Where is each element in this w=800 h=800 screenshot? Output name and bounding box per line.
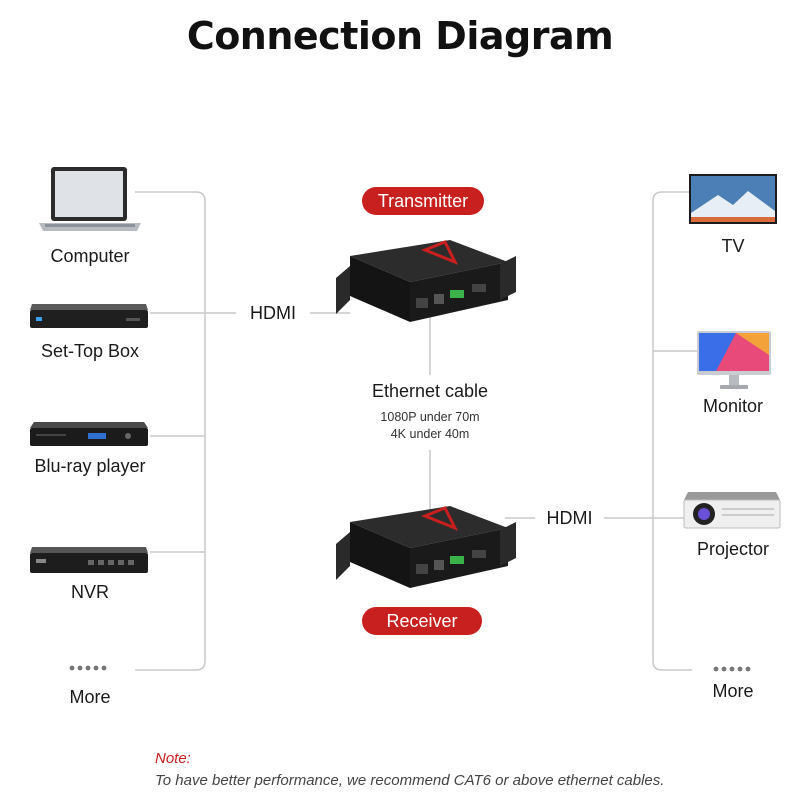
page-title: Connection Diagram (186, 14, 614, 58)
blu-ray-player-icon (30, 422, 148, 446)
hdmi-input-label: HDMI (250, 303, 296, 323)
projector-icon (683, 492, 781, 529)
display-label-projector: Projector (696, 539, 770, 559)
note-text: To have better performance, we recommend… (155, 772, 665, 789)
ethernet-spec-4k: 4K under 40m (390, 427, 470, 441)
source-label-more: More (69, 687, 111, 707)
ethernet-cable-label: Ethernet cable (371, 381, 489, 401)
more-dots-icon (69, 665, 107, 671)
display-label-monitor: Monitor (702, 396, 764, 416)
display-label-tv: TV (721, 236, 745, 256)
transmitter-device-icon (336, 240, 516, 322)
ethernet-spec-1080p: 1080P under 70m (380, 410, 480, 424)
display-label-more: More (712, 681, 754, 701)
laptop-icon (39, 167, 141, 231)
receiver-device-icon (336, 506, 516, 588)
transmitter-badge: Transmitter (362, 187, 484, 215)
receiver-badge: Receiver (362, 607, 482, 635)
more-dots-icon (713, 666, 751, 672)
source-label-set-top-box: Set-Top Box (40, 341, 140, 361)
source-label-computer: Computer (50, 246, 130, 266)
tv-icon (689, 174, 777, 224)
monitor-icon (697, 331, 771, 389)
hdmi-output-label: HDMI (546, 508, 593, 528)
note-heading: Note: (155, 750, 191, 767)
source-label-nvr: NVR (70, 582, 109, 602)
source-label-blu-ray-player: Blu-ray player (34, 456, 146, 476)
set-top-box-icon (30, 304, 148, 328)
nvr-icon (30, 547, 148, 573)
